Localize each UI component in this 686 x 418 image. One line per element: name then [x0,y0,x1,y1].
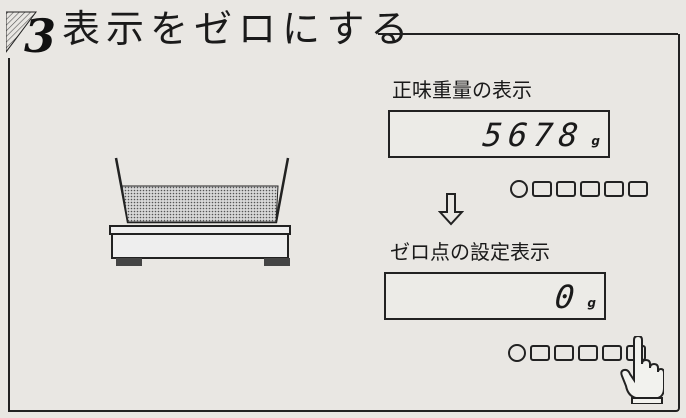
net-weight-display: 5678 g [388,110,610,158]
frame-border [378,33,678,35]
function-key[interactable] [532,181,552,197]
zero-setting-display: 0 g [384,272,606,320]
net-weight-unit: g [591,134,600,148]
frame-border [8,34,680,412]
zero-setting-readout: 0 [552,278,582,316]
down-arrow-icon [438,193,464,226]
step-title: 表示をゼロにする [62,7,415,51]
power-key[interactable] [510,180,528,198]
function-key[interactable] [578,345,598,361]
function-key[interactable] [554,345,574,361]
function-key[interactable] [530,345,550,361]
power-key[interactable] [508,344,526,362]
frame-border [8,58,10,410]
zero-key[interactable] [628,181,648,197]
key-row [508,344,646,362]
function-key[interactable] [580,181,600,197]
pointing-hand-icon [620,336,664,404]
zero-setting-unit: g [587,296,596,310]
key-row [510,180,648,198]
function-key[interactable] [604,181,624,197]
step-number-badge: 3 [6,9,56,58]
scale-icon [109,157,291,266]
net-weight-readout: 5678 [480,116,586,154]
function-key[interactable] [602,345,622,361]
zero-setting-label: ゼロ点の設定表示 [390,240,550,264]
step-number: 3 [24,9,56,58]
function-key[interactable] [556,181,576,197]
net-weight-label: 正味重量の表示 [392,78,532,102]
